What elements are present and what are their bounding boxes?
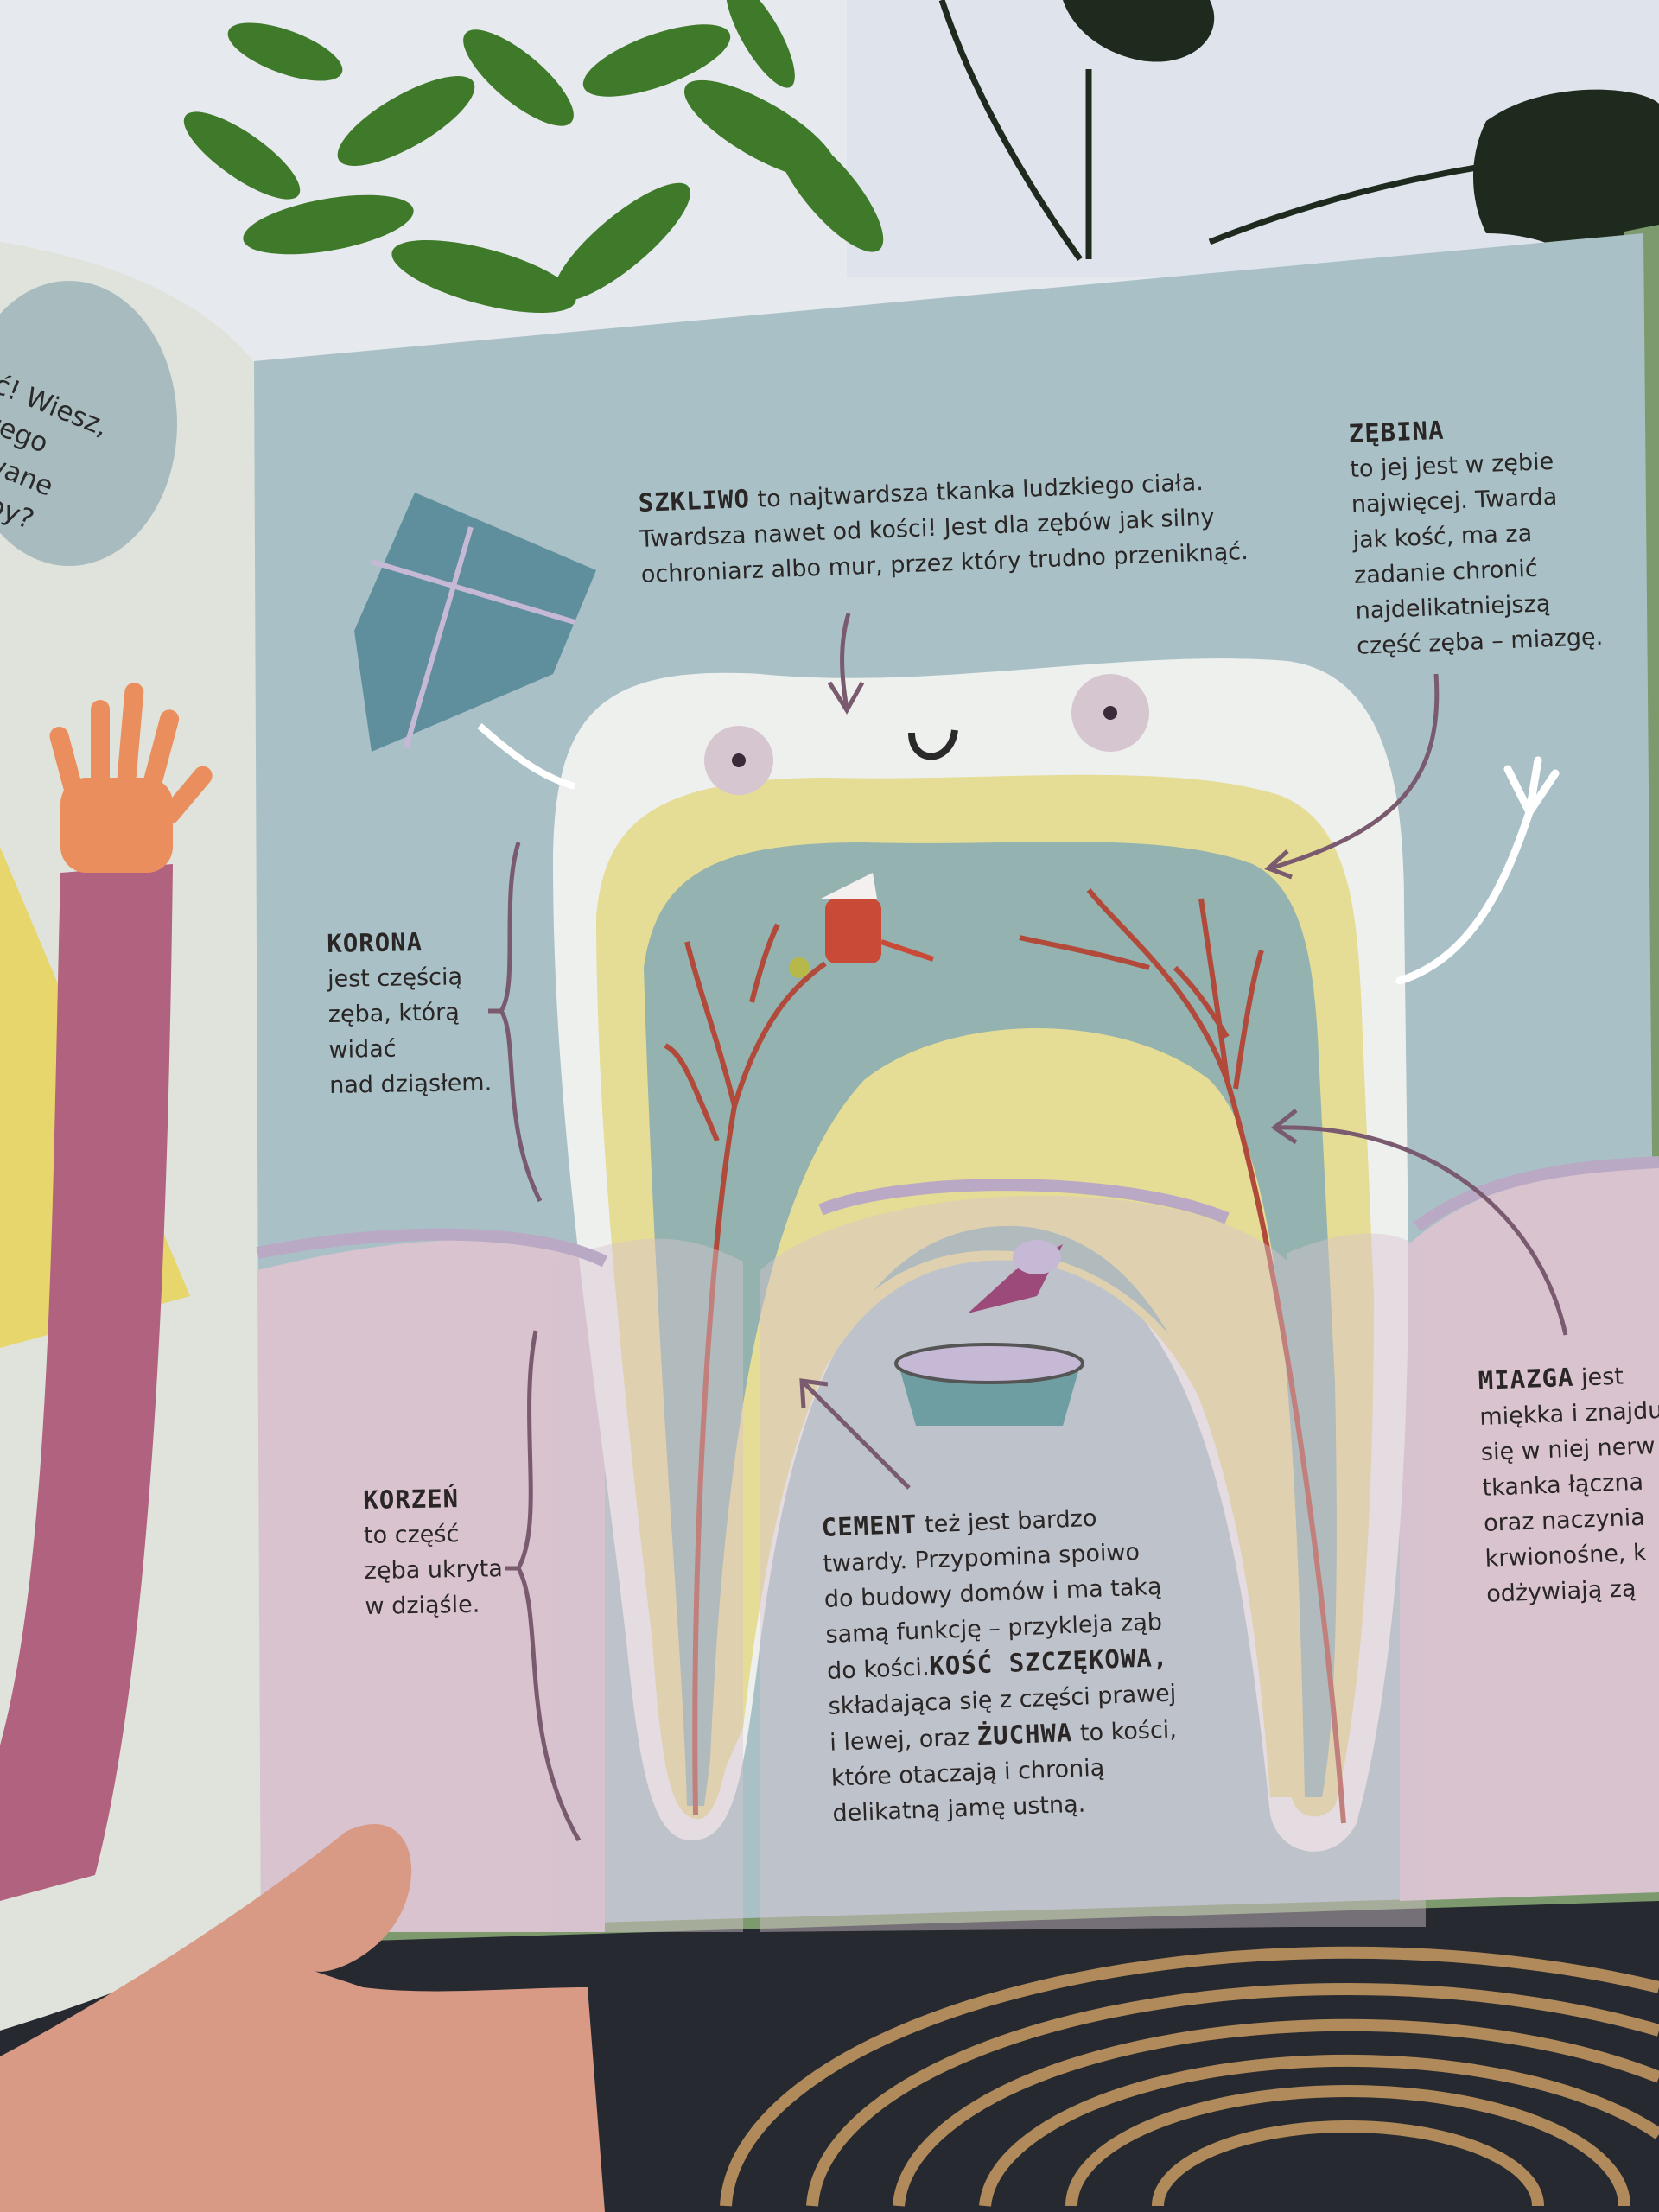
plant-leaves: [183, 0, 884, 314]
heading-kosc-szczekowa: KOŚĆ SZCZĘKOWA,: [928, 1642, 1169, 1681]
heading-szkliwo: SZKLIWO: [638, 484, 751, 518]
text-line: odżywiają zą: [1485, 1575, 1637, 1608]
tooth-left-arm: [477, 723, 576, 790]
holding-hand: [0, 1824, 605, 2212]
text-line: też jest bardzo: [924, 1504, 1097, 1539]
label-miazga: MIAZGA jest miękka i znajdu się w niej n…: [1478, 1357, 1659, 1612]
label-korona: KORONA jest częścią zęba, którą widać na…: [327, 924, 493, 1103]
heading-miazga: MIAZGA: [1478, 1362, 1575, 1395]
text-line: jest: [1580, 1363, 1624, 1392]
label-cement: CEMENT też jest bardzo twardy. Przypomin…: [821, 1497, 1181, 1832]
pot-icon: [894, 1240, 1084, 1426]
gum-line: [256, 1156, 1659, 1268]
text-line: do kości.: [826, 1654, 931, 1685]
heading-korzen: KORZEŃ: [363, 1484, 460, 1515]
plant-stems: [938, 0, 1573, 262]
shield-icon: [354, 493, 596, 752]
pointer-arrows: [488, 613, 1568, 1842]
heading-cement: CEMENT: [821, 1509, 918, 1542]
speech-bubble: [0, 281, 177, 566]
heading-korona: KORONA: [327, 927, 423, 958]
text-line: to kości,: [1079, 1716, 1178, 1747]
heading-zuchwa: ŻUCHWA: [976, 1718, 1073, 1751]
gum-overlay: [553, 1195, 1426, 1932]
tooth-illustration: [354, 493, 1560, 1852]
tooth-right-arm: [1395, 756, 1560, 985]
text-line: zęba ukryta: [364, 1555, 504, 1585]
text-line: nad dziąsłem.: [328, 1069, 493, 1099]
hand-icon: [49, 683, 213, 873]
rattan-mat: [720, 1946, 1659, 2207]
text-line: w dziąśle.: [365, 1591, 480, 1620]
text-line: to część: [363, 1521, 460, 1549]
smile: [908, 729, 958, 760]
arm-sleeve: [0, 864, 173, 1901]
tooth-inner-dentin: [709, 1028, 1305, 1806]
text-line: widać: [328, 1035, 397, 1064]
label-korzen: KORZEŃ to część zęba ukryta w dziąśle.: [363, 1480, 504, 1624]
text-line: jest częścią: [327, 963, 463, 993]
label-zebina: ZĘBINA to jej jest w zębie najwięcej. Tw…: [1348, 407, 1604, 664]
nerves: [664, 888, 1346, 1824]
text-line: i lewej, oraz: [829, 1724, 970, 1757]
tooth-fairy-character: [789, 873, 934, 978]
text-line: zęba, którą: [327, 999, 461, 1028]
